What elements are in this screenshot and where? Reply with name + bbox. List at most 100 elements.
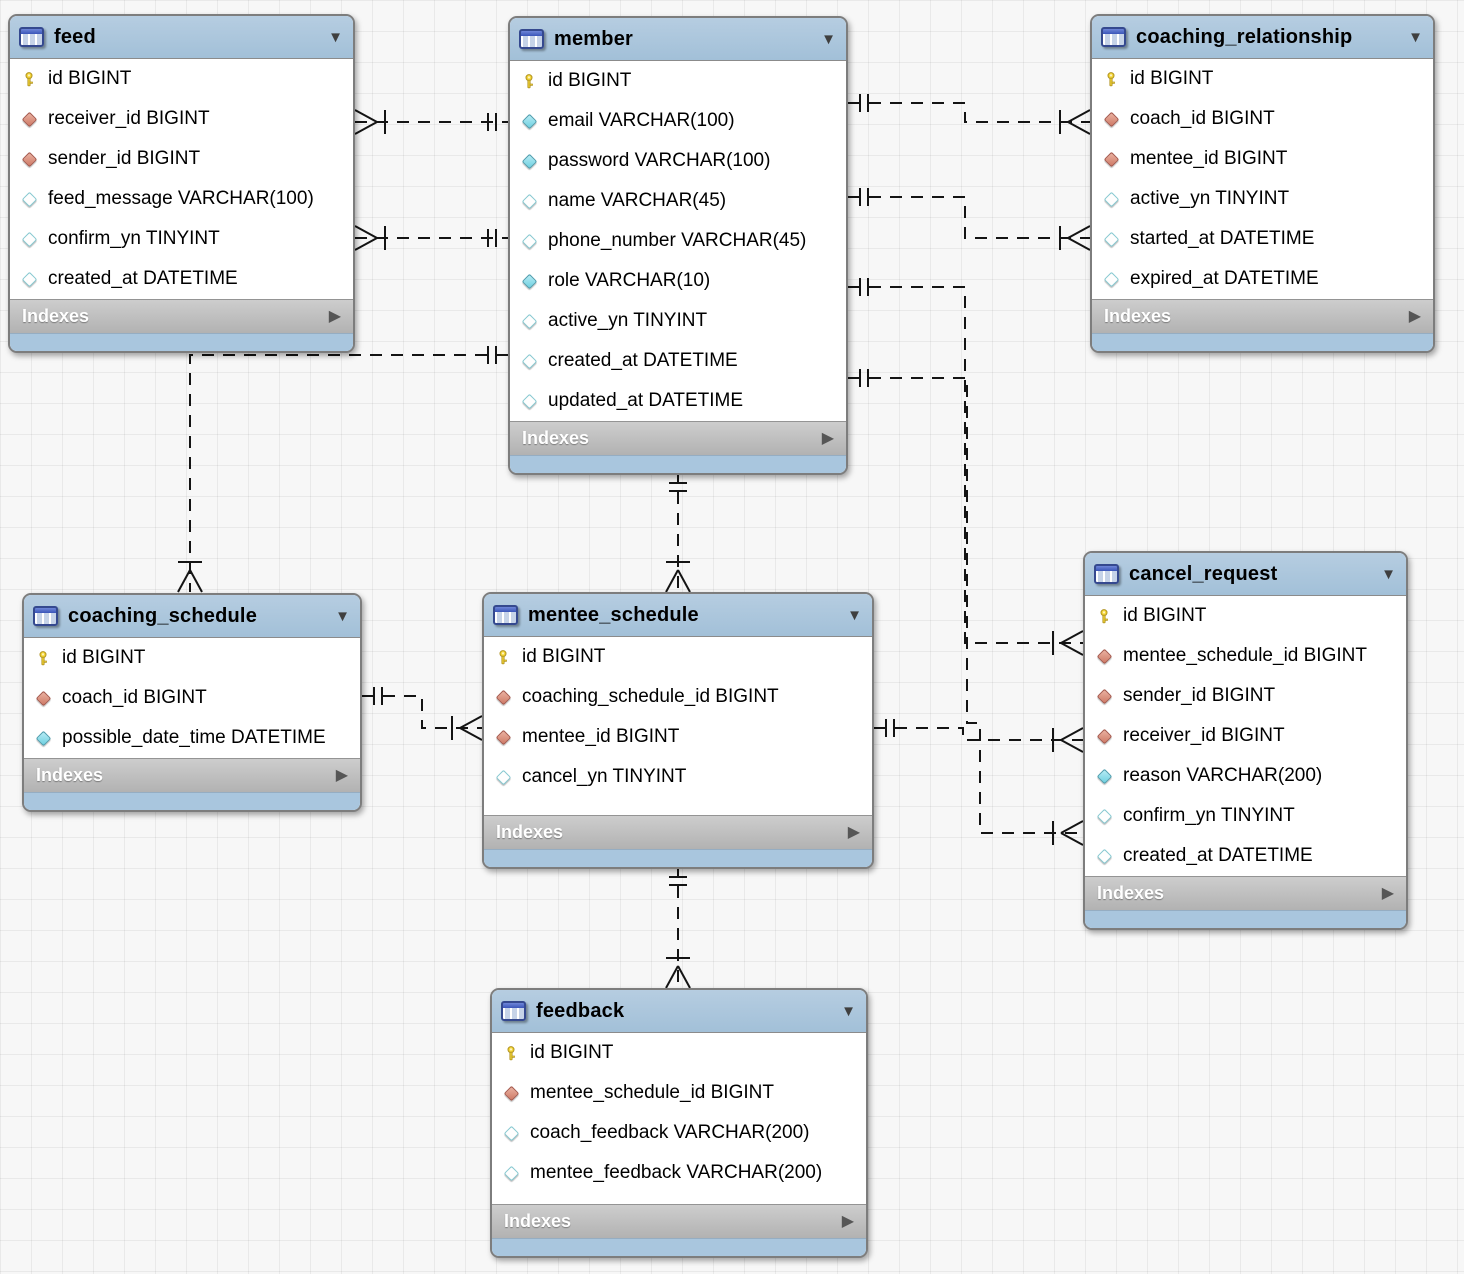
indexes-section[interactable]: Indexes▶ bbox=[492, 1204, 866, 1238]
column-row[interactable]: created_at DATETIME bbox=[510, 341, 846, 381]
column-row[interactable]: coaching_schedule_id BIGINT bbox=[484, 677, 872, 717]
relationship-line-mentee_schedule-feedback[interactable] bbox=[665, 865, 691, 989]
expand-indexes-icon[interactable]: ▶ bbox=[821, 429, 834, 447]
column-row[interactable]: cancel_yn TINYINT bbox=[484, 757, 872, 797]
column-row[interactable]: sender_id BIGINT bbox=[10, 139, 353, 179]
column-row[interactable]: mentee_schedule_id BIGINT bbox=[492, 1073, 866, 1113]
relationship-line-member-mentee_schedule[interactable] bbox=[665, 471, 691, 593]
table-icon bbox=[19, 27, 44, 47]
column-row[interactable]: coach_feedback VARCHAR(200) bbox=[492, 1113, 866, 1153]
column-row[interactable]: coach_id BIGINT bbox=[24, 678, 360, 718]
expand-indexes-icon[interactable]: ▶ bbox=[1408, 307, 1421, 325]
relationship-wire[interactable] bbox=[848, 377, 1083, 834]
column-row[interactable]: phone_number VARCHAR(45) bbox=[510, 221, 846, 261]
collapse-icon[interactable]: ▼ bbox=[847, 606, 862, 624]
column-row[interactable]: receiver_id BIGINT bbox=[10, 99, 353, 139]
column-row[interactable]: password VARCHAR(100) bbox=[510, 141, 846, 181]
column-row[interactable]: started_at DATETIME bbox=[1092, 219, 1433, 259]
relationship-line-feed-member[interactable] bbox=[354, 225, 508, 251]
indexes-section[interactable]: Indexes▶ bbox=[1085, 876, 1406, 910]
expand-indexes-icon[interactable]: ▶ bbox=[1381, 884, 1394, 902]
column-row[interactable]: mentee_id BIGINT bbox=[484, 717, 872, 757]
column-row[interactable]: active_yn TINYINT bbox=[510, 301, 846, 341]
column-row[interactable]: id BIGINT bbox=[510, 61, 846, 101]
column-row[interactable]: receiver_id BIGINT bbox=[1085, 716, 1406, 756]
indexes-section[interactable]: Indexes▶ bbox=[510, 421, 846, 455]
column-row[interactable]: id BIGINT bbox=[24, 638, 360, 678]
column-row[interactable]: mentee_feedback VARCHAR(200) bbox=[492, 1153, 866, 1193]
relationship-wire[interactable] bbox=[848, 102, 1090, 123]
column-row[interactable]: updated_at DATETIME bbox=[510, 381, 846, 421]
column-row[interactable]: id BIGINT bbox=[10, 59, 353, 99]
table-header[interactable]: feed▼ bbox=[10, 16, 353, 59]
relationship-line-member-coaching_schedule[interactable] bbox=[177, 346, 508, 593]
expand-indexes-icon[interactable]: ▶ bbox=[841, 1212, 854, 1230]
table-footer bbox=[10, 333, 353, 351]
table-header[interactable]: coaching_relationship▼ bbox=[1092, 16, 1433, 59]
cardinality-marker bbox=[1060, 630, 1084, 644]
column-row[interactable]: id BIGINT bbox=[1092, 59, 1433, 99]
expand-indexes-icon[interactable]: ▶ bbox=[847, 823, 860, 841]
relationship-line-feed-member[interactable] bbox=[354, 109, 508, 135]
column-row[interactable]: reason VARCHAR(200) bbox=[1085, 756, 1406, 796]
column-row[interactable]: id BIGINT bbox=[484, 637, 872, 677]
indexes-section[interactable]: Indexes▶ bbox=[24, 758, 360, 792]
column-row[interactable]: name VARCHAR(45) bbox=[510, 181, 846, 221]
column-row[interactable]: email VARCHAR(100) bbox=[510, 101, 846, 141]
relationship-line-member-cancel_request[interactable] bbox=[848, 369, 1084, 846]
collapse-icon[interactable]: ▼ bbox=[328, 28, 343, 46]
relationship-line-member-coaching_relationship[interactable] bbox=[848, 94, 1091, 135]
collapse-icon[interactable]: ▼ bbox=[1381, 565, 1396, 583]
column-row[interactable]: id BIGINT bbox=[492, 1033, 866, 1073]
column-row[interactable]: created_at DATETIME bbox=[10, 259, 353, 299]
relationship-wire[interactable] bbox=[874, 727, 1083, 741]
expand-indexes-icon[interactable]: ▶ bbox=[328, 307, 341, 325]
expand-indexes-icon[interactable]: ▶ bbox=[335, 766, 348, 784]
table-title: coaching_schedule bbox=[68, 604, 258, 627]
relationship-line-coaching_schedule-mentee_schedule[interactable] bbox=[362, 687, 483, 741]
indexes-section[interactable]: Indexes▶ bbox=[1092, 299, 1433, 333]
relationship-wire[interactable] bbox=[848, 196, 1090, 239]
relationship-line-member-cancel_request[interactable] bbox=[848, 278, 1084, 656]
table-header[interactable]: member▼ bbox=[510, 18, 846, 61]
relationship-line-mentee_schedule-cancel_request[interactable] bbox=[874, 719, 1084, 753]
collapse-icon[interactable]: ▼ bbox=[335, 607, 350, 625]
collapse-icon[interactable]: ▼ bbox=[821, 30, 836, 48]
cardinality-marker bbox=[677, 965, 691, 989]
relationship-wire[interactable] bbox=[189, 354, 508, 592]
column-row[interactable]: sender_id BIGINT bbox=[1085, 676, 1406, 716]
column-row[interactable]: id BIGINT bbox=[1085, 596, 1406, 636]
table-header[interactable]: mentee_schedule▼ bbox=[484, 594, 872, 637]
column-row[interactable]: confirm_yn TINYINT bbox=[10, 219, 353, 259]
relationship-wire[interactable] bbox=[362, 695, 482, 729]
column-row[interactable]: active_yn TINYINT bbox=[1092, 179, 1433, 219]
table-header[interactable]: cancel_request▼ bbox=[1085, 553, 1406, 596]
nullable-column-icon bbox=[499, 1121, 523, 1145]
column-row[interactable]: confirm_yn TINYINT bbox=[1085, 796, 1406, 836]
column-row[interactable]: feed_message VARCHAR(100) bbox=[10, 179, 353, 219]
indexes-section[interactable]: Indexes▶ bbox=[484, 815, 872, 849]
column-row[interactable]: mentee_id BIGINT bbox=[1092, 139, 1433, 179]
column-row[interactable]: coach_id BIGINT bbox=[1092, 99, 1433, 139]
collapse-icon[interactable]: ▼ bbox=[1408, 28, 1423, 46]
relationship-line-member-coaching_relationship[interactable] bbox=[848, 188, 1091, 251]
relationship-wire[interactable] bbox=[848, 286, 1083, 644]
table-header[interactable]: coaching_schedule ▼ bbox=[24, 595, 360, 638]
indexes-section[interactable]: Indexes▶ bbox=[10, 299, 353, 333]
primary-key-icon bbox=[1099, 67, 1123, 91]
column-row[interactable]: created_at DATETIME bbox=[1085, 836, 1406, 876]
column-row[interactable]: role VARCHAR(10) bbox=[510, 261, 846, 301]
table-header[interactable]: feedback▼ bbox=[492, 990, 866, 1033]
column-row[interactable]: expired_at DATETIME bbox=[1092, 259, 1433, 299]
column-row[interactable]: possible_date_time DATETIME bbox=[24, 718, 360, 758]
column-row[interactable]: mentee_schedule_id BIGINT bbox=[1085, 636, 1406, 676]
collapse-icon[interactable]: ▼ bbox=[841, 1002, 856, 1020]
